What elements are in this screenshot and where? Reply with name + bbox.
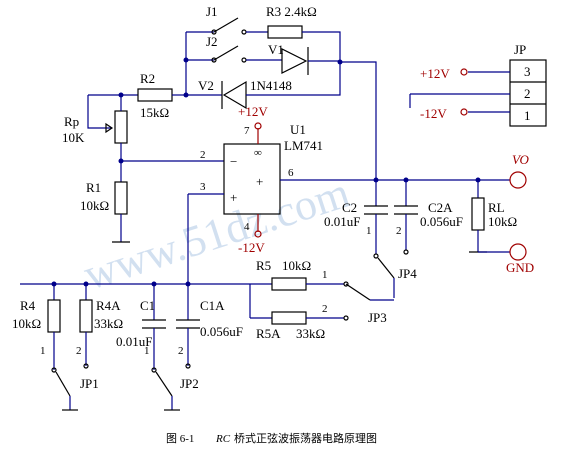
jp-pin3: 3 (524, 64, 531, 79)
r5-label: R5 (256, 258, 271, 273)
jp4-label: JP4 (398, 266, 417, 281)
opamp-plus-in: + (230, 190, 237, 205)
rl-label: RL (488, 200, 505, 215)
pin4-label: 4 (244, 221, 250, 233)
r2-label: R2 (140, 71, 155, 86)
gnd-terminal[interactable] (509, 243, 527, 261)
r4a-value: 33kΩ (94, 316, 123, 331)
c2-label: C2 (342, 200, 357, 215)
jp-connector (409, 59, 547, 127)
jp1-switch[interactable] (55, 371, 71, 397)
u1-label: U1 (290, 122, 306, 137)
j2-label: J2 (206, 34, 218, 49)
r5-value: 10kΩ (282, 258, 311, 273)
r5a-value: 33kΩ (296, 326, 325, 341)
jp3-switch[interactable] (345, 283, 371, 301)
rl-value: 10kΩ (488, 214, 517, 229)
jp4-switch[interactable] (377, 257, 395, 279)
rp-potentiometer[interactable] (114, 110, 128, 144)
pin6-label: 6 (288, 167, 294, 179)
r4a-label: R4A (96, 298, 121, 313)
jp3-pos2: 2 (322, 303, 328, 315)
opamp-minus: − (230, 154, 237, 169)
j1-switch[interactable] (213, 17, 239, 33)
labels: J1 R3 2.4kΩ J2 V1 V2 1N4148 R2 15kΩ Rp 1… (12, 4, 534, 391)
c2a-value: 0.056uF (420, 214, 463, 229)
caption-rc: RC (215, 433, 231, 445)
figure-caption: 图 6-1 RC 桥式正弦波振荡器电路原理图 (166, 431, 377, 445)
j1-label: J1 (206, 4, 218, 19)
watermark-text: www.51dz.com (78, 168, 355, 300)
diode-label: 1N4148 (250, 78, 292, 93)
r2-rp-network (87, 88, 224, 243)
jp-pos-pin[interactable] (460, 68, 468, 76)
jp3-pos1: 1 (322, 269, 328, 281)
jp1-label: JP1 (80, 376, 99, 391)
pin2-label: 2 (200, 149, 206, 161)
gnd-label: GND (506, 260, 534, 275)
j2-switch[interactable] (213, 45, 239, 61)
jp-label: JP (514, 42, 526, 57)
jp2-pos1: 1 (144, 345, 150, 357)
jp2-label: JP2 (180, 376, 199, 391)
jp-pos-label: +12V (420, 66, 450, 81)
c2a-label: C2A (428, 200, 453, 215)
jp-neg-label: -12V (420, 106, 447, 121)
rp-value: 10K (62, 130, 85, 145)
r1-resistor (114, 181, 128, 215)
pin7-label: 7 (244, 125, 250, 137)
r3-label: R3 2.4kΩ (266, 4, 317, 19)
u1-type: LM741 (284, 138, 323, 153)
r4-resistor (47, 299, 61, 333)
r2-resistor (137, 88, 173, 102)
pin3-label: 3 (200, 181, 206, 193)
r4-label: R4 (20, 298, 36, 313)
jp1-pos2: 2 (76, 345, 82, 357)
rp-label: Rp (64, 114, 79, 129)
vcc-label: +12V (238, 104, 268, 119)
feedback-network (183, 17, 377, 180)
r3-resistor (267, 25, 303, 39)
r5a-label: R5A (256, 326, 281, 341)
lower-rc-network (20, 194, 394, 411)
c2-pin1: 1 (366, 225, 372, 237)
r5-resistor (271, 277, 307, 291)
rl-resistor (471, 197, 485, 231)
vo-terminal[interactable] (509, 171, 527, 189)
jp2-pos2: 2 (178, 345, 184, 357)
c2a-pin2: 2 (396, 225, 402, 237)
c2-value: 0.01uF (324, 214, 360, 229)
caption-text: 桥式正弦波振荡器电路原理图 (234, 431, 377, 445)
vee-label: -12V (238, 240, 265, 255)
v1-label: V1 (268, 42, 284, 57)
r1-value: 10kΩ (80, 198, 109, 213)
output-network (364, 171, 527, 298)
c1a-value: 0.056uF (200, 324, 243, 339)
r5a-resistor (271, 311, 307, 325)
jp-neg-pin[interactable] (460, 108, 468, 116)
u1-opamp (188, 122, 376, 238)
caption-figure-number: 图 6-1 (166, 432, 194, 445)
opamp-plus-out: + (256, 174, 263, 189)
jp-pin2: 2 (524, 86, 531, 101)
r2-value: 15kΩ (140, 105, 169, 120)
c1-label: C1 (140, 298, 155, 313)
r4-value: 10kΩ (12, 316, 41, 331)
r1-label: R1 (86, 180, 101, 195)
v1-diode (281, 48, 308, 74)
jp2-switch[interactable] (155, 371, 173, 397)
jp-pin1: 1 (524, 108, 531, 123)
jp1-pos1: 1 (40, 345, 46, 357)
c1-value: 0.01uF (116, 334, 152, 349)
jp3-label: JP3 (368, 310, 387, 325)
opamp-inf: ∞ (254, 147, 262, 159)
r4a-resistor (79, 299, 93, 333)
v2-label: V2 (198, 78, 214, 93)
vo-label: VO (512, 152, 530, 167)
c1a-label: C1A (200, 298, 225, 313)
